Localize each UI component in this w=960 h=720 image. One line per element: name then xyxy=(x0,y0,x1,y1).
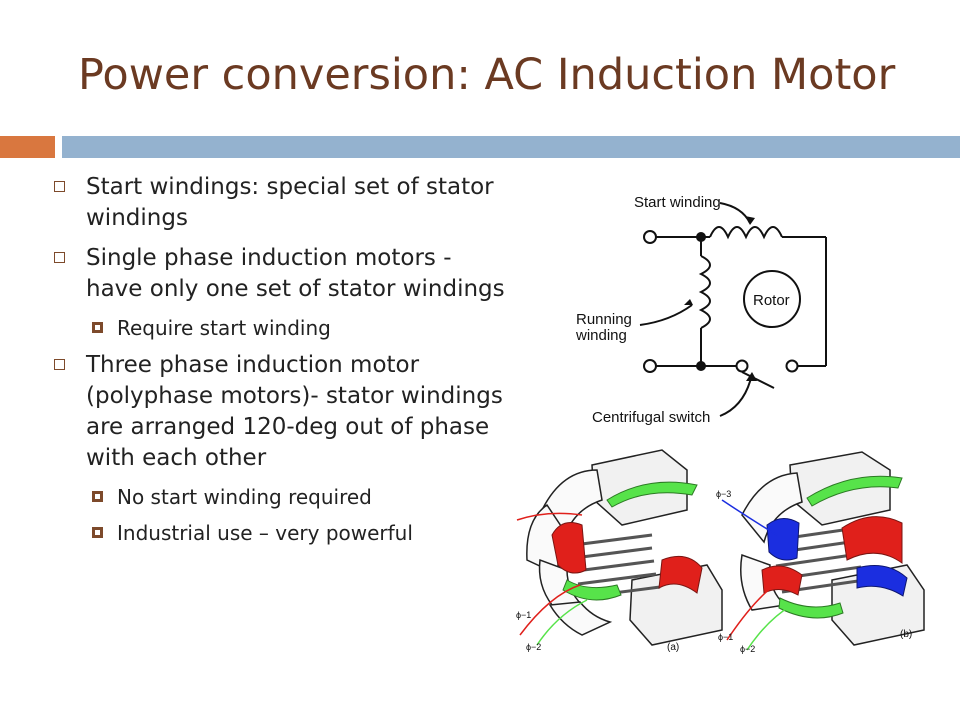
sub-bullet-item: Require start winding xyxy=(50,314,515,342)
bullet-text: Single phase induction motors - have onl… xyxy=(86,245,505,302)
stator-winding-illustrations: ϕ−1 ϕ−2 (a) ϕ−3 xyxy=(516,449,925,654)
top-left-terminal xyxy=(643,230,657,244)
caption-a: (a) xyxy=(667,642,679,653)
phase-b2-label: ϕ−2 xyxy=(740,644,755,654)
sub-bullet-item: No start winding required xyxy=(50,483,515,511)
hollow-square-bullet-icon xyxy=(54,359,65,370)
two-phase-stator-a: ϕ−1 ϕ−2 (a) xyxy=(516,449,723,653)
phase-a2-label: ϕ−2 xyxy=(526,642,541,652)
running-winding-label: Running xyxy=(576,311,632,328)
phase-b3-label: ϕ−3 xyxy=(716,489,731,499)
centrifugal-switch-blade xyxy=(741,371,775,389)
centrifugal-switch-label: Centrifugal switch xyxy=(592,409,710,426)
sub-bullet-text: No start winding required xyxy=(117,485,372,509)
filled-square-bullet-icon xyxy=(92,322,103,333)
running-winding-leader xyxy=(639,304,693,326)
sub-bullet-item: Industrial use – very powerful xyxy=(50,519,515,547)
bullet-item: Three phase induction motor (polyphase m… xyxy=(50,350,515,474)
sub-bullet-text: Require start winding xyxy=(117,316,331,340)
bottom-left-terminal xyxy=(643,359,657,373)
bullet-item: Start windings: special set of stator wi… xyxy=(50,172,515,234)
rotor-circle xyxy=(743,270,801,328)
start-winding-leader xyxy=(719,202,751,224)
bullet-text: Three phase induction motor (polyphase m… xyxy=(86,352,503,471)
caption-b: (b) xyxy=(900,629,912,640)
phase-a1-label: ϕ−1 xyxy=(516,610,531,620)
slide-title: Power conversion: AC Induction Motor xyxy=(78,50,896,100)
running-winding-coil xyxy=(698,255,711,329)
bullet-list: Start windings: special set of stator wi… xyxy=(50,172,515,555)
running-winding-label-2: winding xyxy=(575,327,627,344)
hollow-square-bullet-icon xyxy=(54,181,65,192)
bullet-item: Single phase induction motors - have onl… xyxy=(50,243,515,305)
title-accent-bar-blue xyxy=(62,136,960,158)
sub-bullet-text: Industrial use – very powerful xyxy=(117,521,413,545)
single-phase-circuit-diagram: Start winding Running winding Rotor Cent… xyxy=(575,194,827,426)
three-phase-stator-b: ϕ−3 ϕ−1 ϕ−2 (b) xyxy=(716,451,925,654)
rotor-label: Rotor xyxy=(753,292,790,309)
phase-b1-label: ϕ−1 xyxy=(718,632,733,642)
title-accent-bar-orange xyxy=(0,136,55,158)
bullet-text: Start windings: special set of stator wi… xyxy=(86,174,494,231)
bottom-junction xyxy=(696,361,706,371)
hollow-square-bullet-icon xyxy=(54,252,65,263)
start-winding-coil xyxy=(709,226,783,240)
filled-square-bullet-icon xyxy=(92,491,103,502)
filled-square-bullet-icon xyxy=(92,527,103,538)
start-winding-label: Start winding xyxy=(634,194,721,211)
